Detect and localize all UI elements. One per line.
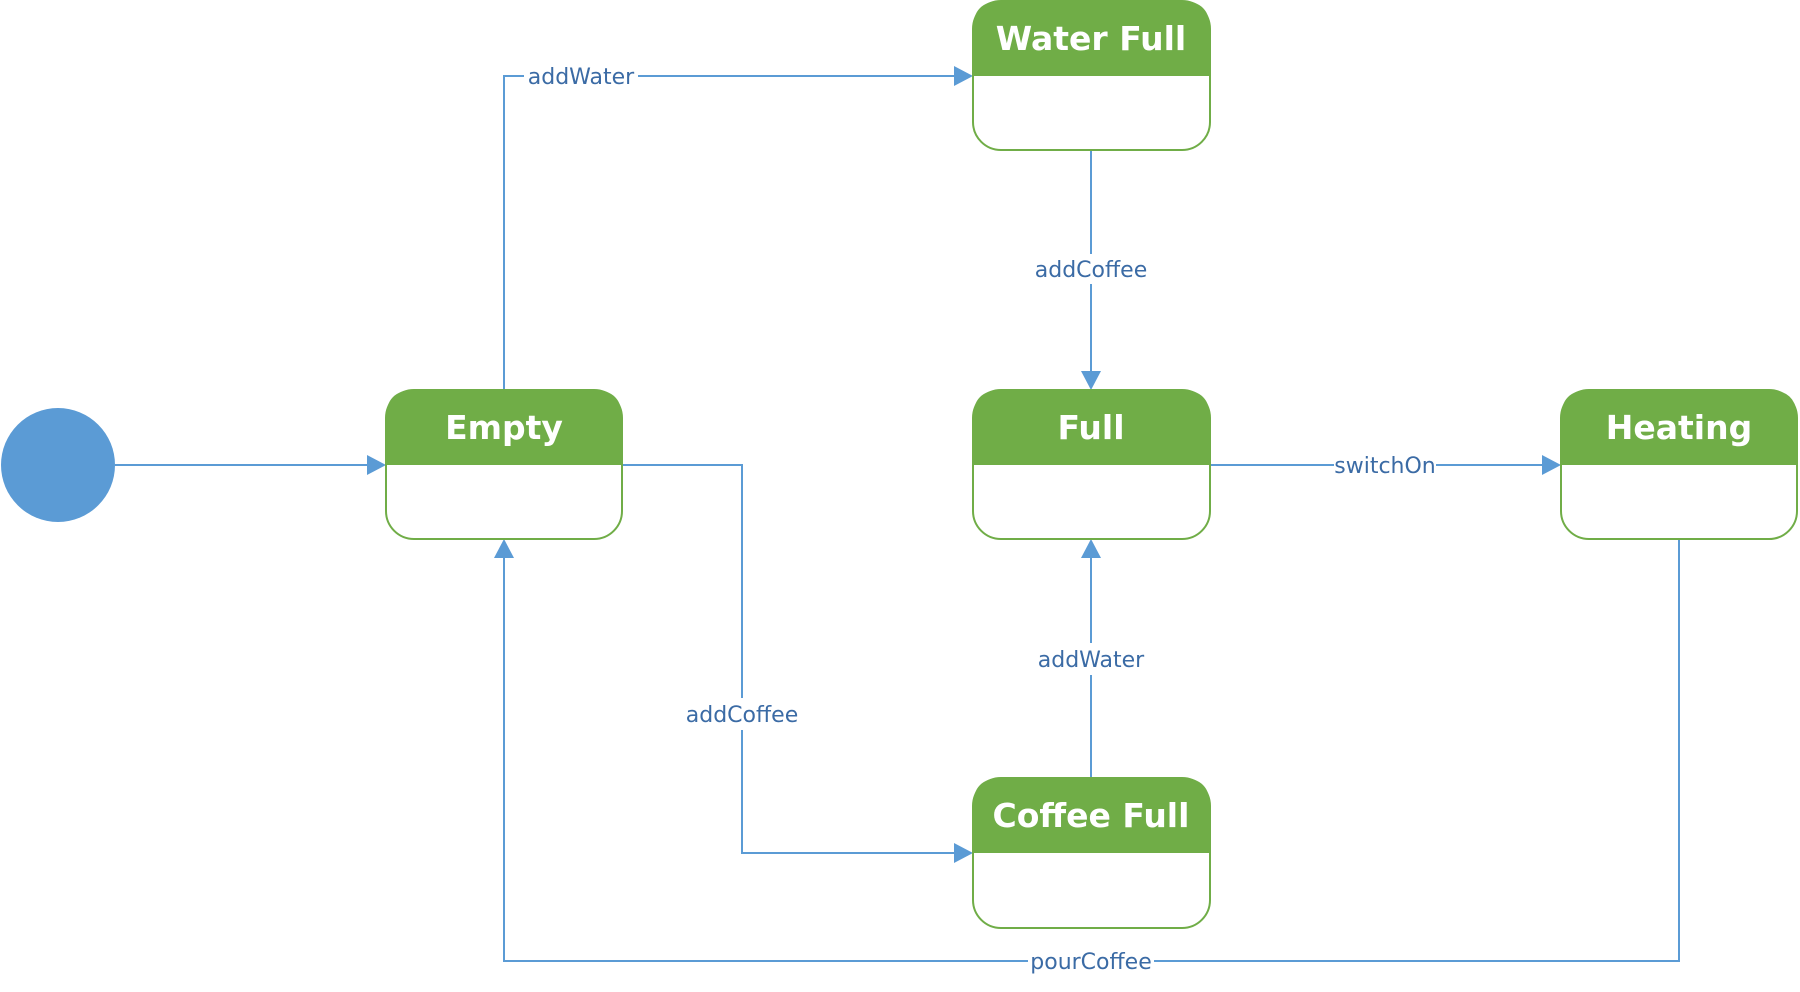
state-empty[interactable]: Empty [385, 389, 623, 540]
transition-label: addWater [528, 65, 635, 90]
transition-label: addCoffee [1035, 258, 1147, 283]
state-title: Empty [445, 408, 563, 447]
state-full[interactable]: Full [972, 389, 1211, 540]
state-title: Water Full [996, 19, 1186, 58]
state-header [973, 1, 1210, 76]
arrow-head-icon [1081, 371, 1101, 390]
transition-line [503, 75, 957, 390]
initial-state-node[interactable] [1, 408, 115, 522]
transition-empty-to-water-full[interactable]: addWater [503, 62, 973, 390]
state-coffee-full[interactable]: Coffee Full [972, 777, 1211, 929]
transition-line [622, 464, 957, 854]
arrow-head-icon [954, 66, 973, 86]
arrow-head-icon [367, 455, 386, 475]
state-title: Full [1057, 408, 1124, 447]
transitions: addWater addCoffee switchOn addCoffee [115, 62, 1680, 976]
state-water-full[interactable]: Water Full [972, 0, 1211, 151]
transition-water-full-to-full[interactable]: addCoffee [1032, 150, 1150, 390]
state-header [386, 390, 622, 465]
state-title: Coffee Full [993, 796, 1190, 835]
state-heating[interactable]: Heating [1560, 389, 1798, 540]
transition-label: switchOn [1334, 454, 1436, 479]
state-header [1561, 390, 1797, 465]
arrow-head-icon [1542, 455, 1561, 475]
transition-label: addWater [1038, 648, 1145, 673]
transition-label: pourCoffee [1030, 950, 1151, 975]
transition-label: addCoffee [686, 703, 798, 728]
arrow-head-icon [954, 843, 973, 863]
state-title: Heating [1606, 408, 1752, 447]
arrow-head-icon [1081, 539, 1101, 558]
transition-initial-to-empty[interactable] [115, 455, 386, 475]
transition-empty-to-coffee-full[interactable]: addCoffee [622, 464, 973, 863]
transition-coffee-full-to-full[interactable]: addWater [1034, 539, 1148, 778]
transition-heating-to-empty[interactable]: pourCoffee [494, 539, 1680, 976]
state-header [973, 390, 1210, 465]
state-header [973, 778, 1210, 853]
transition-full-to-heating[interactable]: switchOn [1210, 451, 1561, 479]
arrow-head-icon [494, 539, 514, 558]
